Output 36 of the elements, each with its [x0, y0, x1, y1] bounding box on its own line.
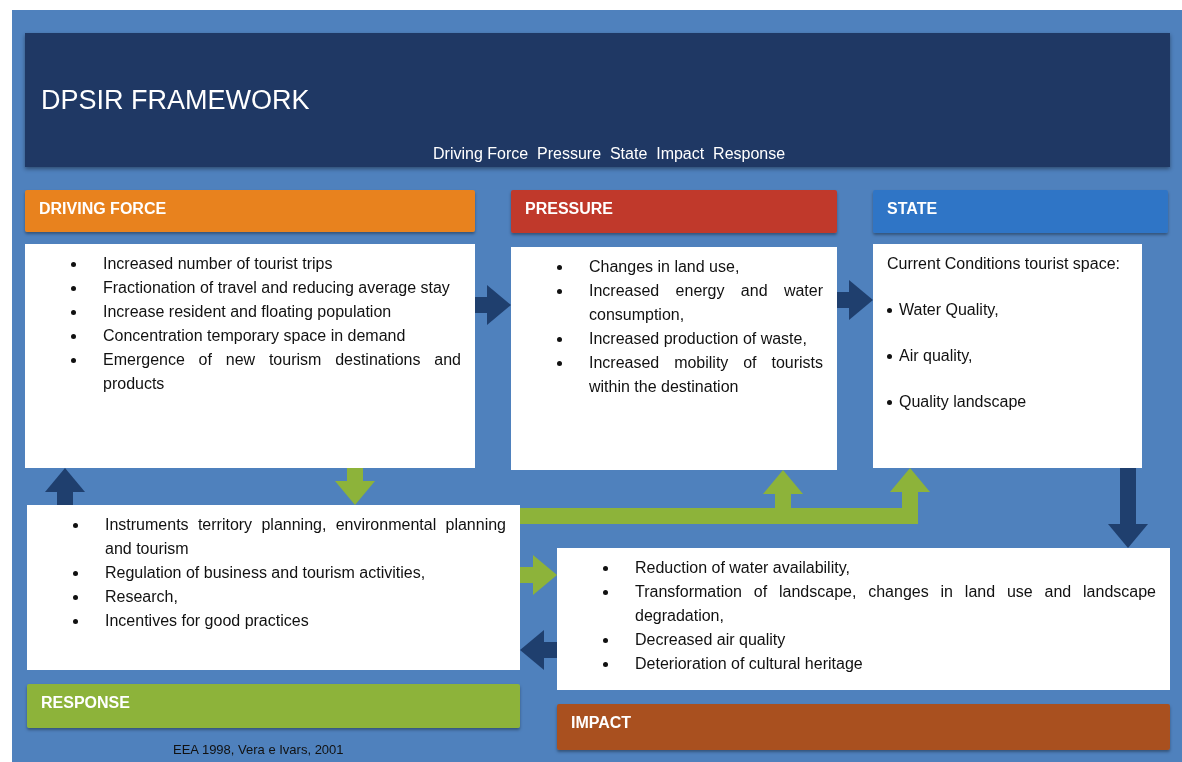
bullet-item: Quality landscape [887, 390, 1128, 414]
bullet-item: Increased number of tourist trips [39, 252, 461, 276]
bullet-item: Increased energy and water consumption, [525, 279, 823, 327]
arrow [45, 468, 85, 505]
bullet-item: Reduction of water availability, [571, 556, 1156, 580]
heading-band: PRESSURE [511, 190, 837, 233]
bullet-item: Regulation of business and tourism activities, [41, 561, 506, 585]
heading-band: IMPACT [557, 704, 1170, 750]
subtitle: Driving Force Pressure State Impact Response [433, 145, 786, 163]
heading-band: STATE [873, 190, 1168, 233]
bullet-item: Water Quality, [887, 298, 1128, 322]
bullet-item: Deterioration of cultural heritage [571, 652, 1156, 676]
bullet-item: Research, [41, 585, 506, 609]
heading-band: DRIVING FORCE [25, 190, 475, 232]
bullet-item: Instruments territory planning, environmental planning and tourism [41, 513, 506, 561]
arrow [520, 630, 557, 670]
title: DPSIR FRAMEWORK [41, 85, 310, 116]
arrow [837, 280, 873, 320]
heading-band: RESPONSE [27, 684, 520, 728]
bullet-item: Concentration temporary space in demand [39, 324, 461, 348]
arrow [475, 285, 511, 325]
bullet-item: Decreased air quality [571, 628, 1156, 652]
caption: EEA 1998, Vera e Ivars, 2001 [173, 742, 344, 757]
bullet-item: Increased production of waste, [525, 327, 823, 351]
bullet-item: Fractionation of travel and reducing average stay [39, 276, 461, 300]
arrow [1108, 468, 1148, 548]
bullet-item: Emergence of new tourism destinations and products [39, 348, 461, 396]
bullet-item: Increased mobility of tourists within the destination [525, 351, 823, 399]
bullet-item: Transformation of landscape, changes in land use and landscape degradation, [571, 580, 1156, 628]
bullet-item: Incentives for good practices [41, 609, 506, 633]
description-text: Current Conditions tourist space: [887, 254, 1121, 274]
bullet-item: Increase resident and floating population [39, 300, 461, 324]
bullet-item: Changes in land use, [525, 255, 823, 279]
arrow [520, 555, 557, 595]
arrow [335, 468, 375, 505]
bullet-item: Air quality, [887, 344, 1128, 368]
